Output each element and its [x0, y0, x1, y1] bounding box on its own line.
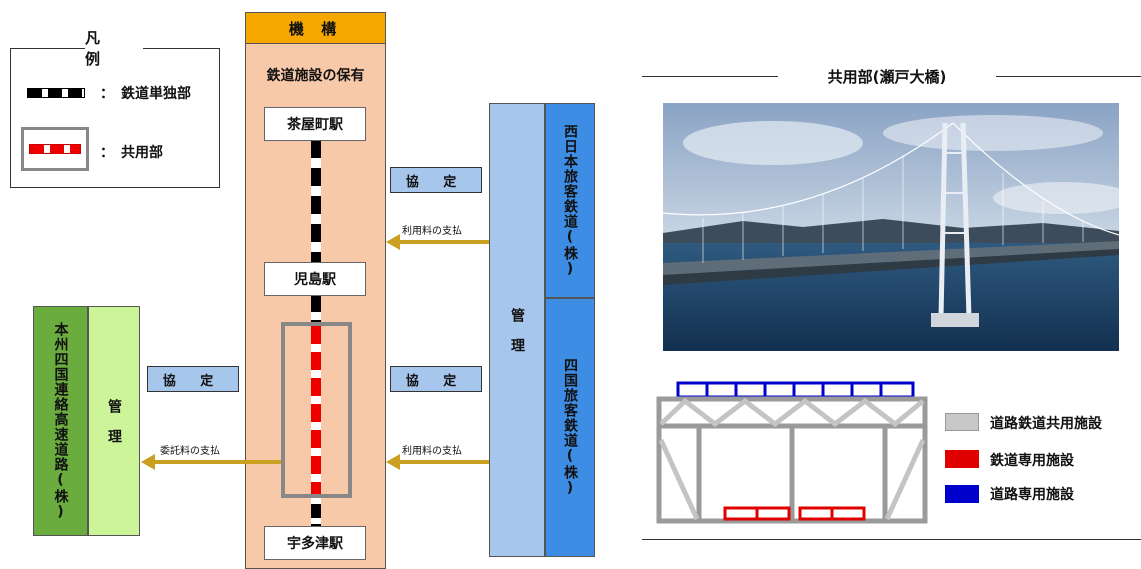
- jr-management-label: 管 理: [509, 307, 525, 353]
- station-chayamachi: 茶屋町駅: [264, 107, 366, 141]
- jr-west-label: 西日本旅客鉄道(株): [562, 123, 578, 278]
- legend-road-facility-swatch: [945, 485, 979, 503]
- honshu-shikoku-label: 本州四国連絡高速道路(株): [52, 321, 69, 521]
- agreement-honshu: 協 定: [147, 366, 239, 392]
- legend-shared-facility-swatch: [945, 413, 979, 431]
- station-kojima: 児島駅: [264, 262, 366, 296]
- legend-shared-facility-label: 道路鉄道共用施設: [990, 416, 1102, 432]
- entrust-fee-label: 委託料の支払: [160, 446, 220, 457]
- agreement-jr-shikoku: 協 定: [390, 366, 482, 392]
- legend-rail-only-label: ： 鉄道単独部: [100, 86, 191, 102]
- rail-line-middle: [311, 296, 321, 326]
- legend-rail-facility-swatch: [945, 450, 979, 468]
- rail-line-shared: [311, 326, 321, 494]
- bridge-cross-section-diagram: [656, 381, 928, 524]
- legend-road-facility-label: 道路専用施設: [990, 487, 1074, 503]
- jr-shikoku-label: 四国旅客鉄道(株): [562, 358, 578, 497]
- entrust-fee-arrowhead: [141, 454, 155, 470]
- jr-management-block: 管 理: [489, 103, 545, 557]
- honshu-management-block: 管 理: [88, 306, 140, 536]
- shared-section-title: 共用部(瀬戸大橋): [778, 64, 996, 88]
- station-utazu: 宇多津駅: [264, 526, 366, 560]
- usage-fee-arrowhead-lower: [386, 454, 400, 470]
- seto-ohashi-bridge-photo: [663, 103, 1119, 351]
- legend-rail-only-swatch: [27, 88, 85, 98]
- usage-fee-label-upper: 利用料の支払: [402, 226, 462, 237]
- legend-shared-bar: [29, 144, 81, 154]
- legend-rail-facility-label: 鉄道専用施設: [990, 453, 1074, 469]
- honshu-shikoku-block: 本州四国連絡高速道路(株): [33, 306, 88, 536]
- organization-header: 機 構: [245, 12, 386, 44]
- honshu-management-label: 管 理: [106, 398, 122, 444]
- jr-shikoku-block: 四国旅客鉄道(株): [545, 298, 595, 557]
- rail-line-lower: [311, 498, 321, 526]
- legend-shared-label: ： 共用部: [100, 145, 163, 161]
- jr-west-block: 西日本旅客鉄道(株): [545, 103, 595, 298]
- rail-line-upper: [311, 140, 321, 262]
- usage-fee-label-lower: 利用料の支払: [402, 446, 462, 457]
- shared-section-box: [281, 322, 352, 498]
- agreement-jr-west: 協 定: [390, 167, 482, 193]
- organization-subtitle: 鉄道施設の保有: [266, 68, 365, 84]
- usage-fee-arrowhead-upper: [386, 234, 400, 250]
